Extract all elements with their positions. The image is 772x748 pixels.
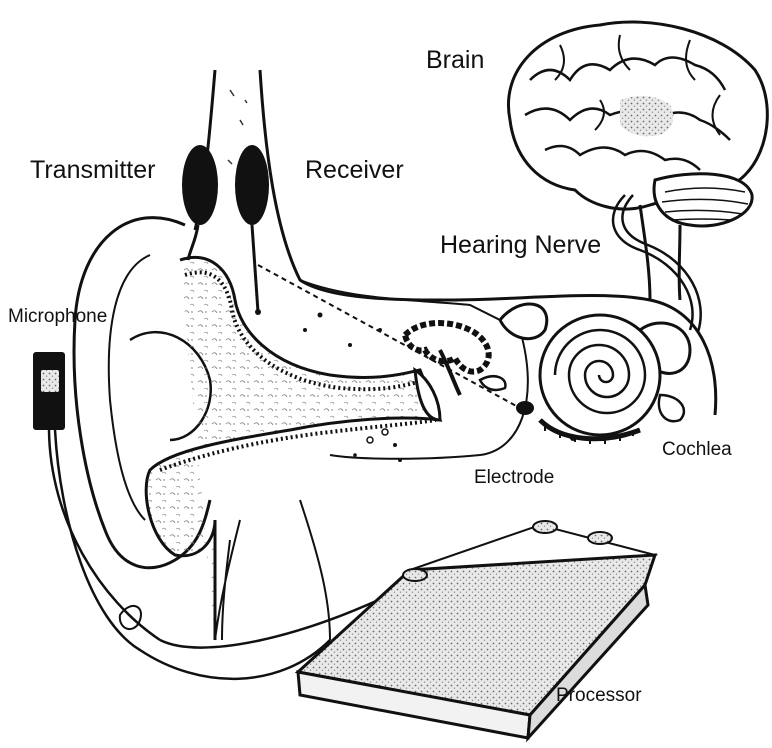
brain-illustration <box>508 22 767 332</box>
microphone-label: Microphone <box>8 307 107 326</box>
electrode-label: Electrode <box>474 468 554 487</box>
transmitter-coil <box>182 145 218 260</box>
receiver-label: Receiver <box>305 158 404 183</box>
hearing-nerve-label: Hearing Nerve <box>440 233 601 258</box>
transmitter-label: Transmitter <box>30 158 155 183</box>
receiver-stimulator <box>235 145 269 315</box>
cochlea-label: Cochlea <box>662 440 732 459</box>
processor-label: Processor <box>556 686 642 705</box>
brain-label: Brain <box>426 48 484 73</box>
